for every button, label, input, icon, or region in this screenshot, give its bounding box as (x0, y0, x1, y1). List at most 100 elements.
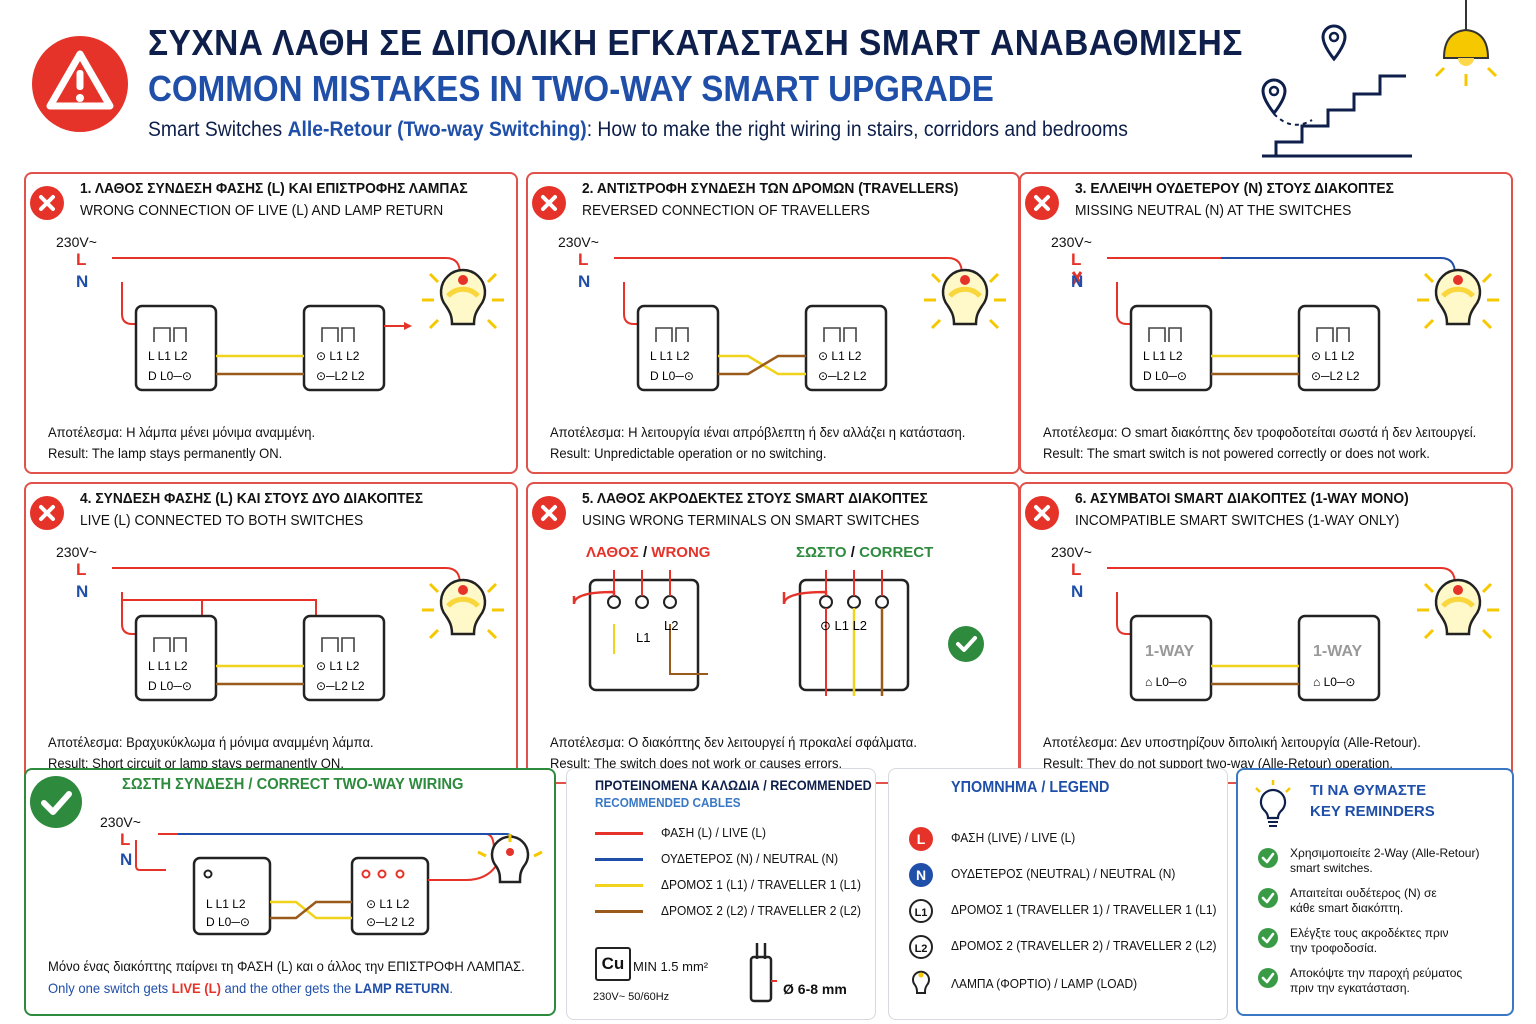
voltage-label: 230V~ (558, 234, 599, 250)
reminder-line-1: Απαιτείται ουδέτερος (N) σε (1290, 886, 1437, 900)
cable-swatch (595, 858, 643, 862)
neutral-label: N (1071, 582, 1084, 601)
mistake-subtitle: MISSING NEUTRAL (N) AT THE SWITCHES (1075, 202, 1352, 219)
svg-text:⊙ L1 L2: ⊙ L1 L2 (818, 349, 862, 363)
reminder-line-2: κάθε smart διακόπτη. (1290, 901, 1404, 915)
reminders-panel: ΤΙ ΝΑ ΘΥΜΑΣΤΕ KEY REMINDERS Χρησιμοποιεί… (1236, 768, 1514, 1016)
mistake-subtitle: WRONG CONNECTION OF LIVE (L) AND LAMP RE… (80, 202, 444, 219)
wiring-diagram: L L1 L2 D L0─⊙ ⊙ L1 L2 ⊙─L2 L2 (614, 257, 1006, 392)
mistake-panel-5: 5. ΛΑΘΟΣ ΑΚΡΟΔΕΚΤΕΣ ΣΤΟΥΣ SMART ΔΙΑΚΟΠΤΕ… (526, 482, 1020, 784)
cable-row: ΦΑΣΗ (L) / LIVE (L) (595, 825, 775, 840)
mistake-title: 2. ΑΝΤΙΣΤΡΟΦΗ ΣΥΝΔΕΣΗ ΤΩΝ ΔΡΟΜΩΝ (TRAVEL… (582, 180, 959, 197)
result-greek: Αποτέλεσμα: Ο διακόπτης δεν λειτουργεί ή… (550, 734, 917, 750)
cable-row: ΔΡΟΜΟΣ 2 (L2) / TRAVELLER 2 (L2) (595, 903, 875, 918)
legend-title: ΥΠΟΜΝΗΜΑ / LEGEND (951, 779, 1110, 796)
live-label: L (76, 250, 87, 269)
svg-text:⊙─L2 L2: ⊙─L2 L2 (818, 369, 867, 383)
voltage-label: 230V~ (100, 814, 141, 830)
mistake-panel-2: 2. ΑΝΤΙΣΤΡΟΦΗ ΣΥΝΔΕΣΗ ΤΩΝ ΔΡΟΜΩΝ (TRAVEL… (526, 172, 1020, 474)
svg-text:D L0─⊙: D L0─⊙ (650, 369, 694, 383)
error-icon (532, 186, 566, 220)
error-icon (1025, 496, 1059, 530)
cable-swatch (595, 832, 643, 836)
legend-badge: L1 (909, 899, 933, 923)
cable-label: ΔΡΟΜΟΣ 2 (L2) / TRAVELLER 2 (L2) (661, 903, 861, 918)
result-english: Result: They do not support two-way (All… (1043, 755, 1394, 771)
legend-row: L2 ΔΡΟΜΟΣ 2 (TRAVELLER 2) / TRAVELLER 2 (… (909, 935, 1227, 959)
live-label: L (1071, 250, 1082, 269)
legend-badge: L (909, 827, 933, 851)
stripped-wire-icon (747, 941, 777, 1005)
lamp-icon (909, 970, 933, 999)
reminder-line-1: Χρησιμοποιείτε 2-Way (Alle-Retour) (1290, 846, 1480, 860)
legend-badge: N (909, 863, 933, 887)
svg-text:L2: L2 (664, 618, 678, 633)
correct-note-el: Μόνο ένας διακόπτης παίρνει τη ΦΑΣΗ (L) … (48, 958, 525, 974)
cable-min-section: MIN 1.5 mm² (633, 959, 709, 974)
voltage-label: 230V~ (1051, 234, 1092, 250)
wiring-diagram: L L1 L2D L0─⊙⊙ L1 L2⊙─L2 L2 (112, 257, 504, 392)
svg-text:L L1 L2: L L1 L2 (650, 349, 690, 363)
svg-text:L1: L1 (636, 630, 650, 645)
svg-text:D L0─⊙: D L0─⊙ (148, 679, 192, 693)
mistake-title: 4. ΣΥΝΔΕΣΗ ΦΑΣΗΣ (L) ΚΑΙ ΣΤΟΥΣ ΔΥΟ ΔΙΑΚΟ… (80, 490, 424, 507)
recommended-cables-panel: ΠΡΟΤΕΙΝΟΜΕΝΑ ΚΑΛΩΔΙΑ / RECOMMENDED RECOM… (566, 768, 876, 1020)
mistake-subtitle: REVERSED CONNECTION OF TRAVELLERS (582, 202, 870, 219)
legend-label: ΔΡΟΜΟΣ 1 (TRAVELLER 1) / TRAVELLER 1 (L1… (951, 902, 1217, 918)
legend-row: ΛΑΜΠΑ (ΦΟΡΤΙΟ) / LAMP (LOAD) (909, 970, 1153, 999)
check-icon (1258, 848, 1278, 868)
result-english: Result: The smart switch is not powered … (1043, 445, 1430, 461)
page-subtitle: COMMON MISTAKES IN TWO-WAY SMART UPGRADE (148, 68, 994, 109)
svg-text:1-WAY: 1-WAY (1313, 643, 1363, 660)
error-icon (30, 496, 64, 530)
cable-row: ΟΥΔΕΤΕΡΟΣ (N) / NEUTRAL (N) (595, 851, 854, 866)
error-icon (30, 186, 64, 220)
svg-text:⊙ L1 L2: ⊙ L1 L2 (820, 618, 867, 633)
mistake-title: 6. ΑΣΥΜΒΑΤΟΙ SMART ΔΙΑΚΟΠΤΕΣ (1-WAY MONO… (1075, 490, 1409, 507)
legend-badge: L2 (909, 935, 933, 959)
svg-text:⊙ L1 L2: ⊙ L1 L2 (1311, 349, 1355, 363)
neutral-label: N (120, 850, 133, 869)
strip-length: Ø 6-8 mm (783, 981, 847, 997)
wiring-diagram: L L1 L2D L0─⊙⊙ L1 L2⊙─L2 L2 (112, 567, 504, 702)
stairs-icon (1252, 22, 1422, 162)
neutral-label: N (578, 272, 591, 291)
cable-label: ΟΥΔΕΤΕΡΟΣ (N) / NEUTRAL (N) (661, 851, 839, 866)
svg-text:⊙─L2 L2: ⊙─L2 L2 (1311, 369, 1360, 383)
reminder-line-2: πριν την εγκατάσταση. (1290, 981, 1410, 995)
cable-row: ΔΡΟΜΟΣ 1 (L1) / TRAVELLER 1 (L1) (595, 877, 875, 892)
error-icon (1025, 186, 1059, 220)
voltage-label: 230V~ (56, 544, 97, 560)
cable-swatch (595, 884, 643, 888)
voltage-label: 230V~ (1051, 544, 1092, 560)
legend-row: L1 ΔΡΟΜΟΣ 1 (TRAVELLER 1) / TRAVELLER 1 (… (909, 899, 1227, 923)
legend-label: ΔΡΟΜΟΣ 2 (TRAVELLER 2) / TRAVELLER 2 (L2… (951, 938, 1217, 954)
result-greek: Αποτέλεσμα: Βραχυκύκλωμα ή μόνιμα αναμμέ… (48, 734, 374, 750)
correct-wiring-diagram: L L1 L2 D L0─⊙ ⊙ L1 L2 ⊙─L2 L2 (135, 833, 543, 936)
cable-supply: 230V~ 50/60Hz (593, 991, 670, 1003)
svg-text:⊙─L2 L2: ⊙─L2 L2 (316, 679, 365, 693)
svg-text:⌂ L0─⊙: ⌂ L0─⊙ (1145, 675, 1188, 689)
svg-text:L L1 L2: L L1 L2 (1143, 349, 1183, 363)
check-icon (30, 776, 82, 828)
mistake-subtitle: LIVE (L) CONNECTED TO BOTH SWITCHES (80, 512, 364, 529)
voltage-label: 230V~ (56, 234, 97, 250)
correct-title: ΣΩΣΤΗ ΣΥΝΔΕΣΗ / CORRECT TWO-WAY WIRING (122, 776, 464, 793)
error-icon (532, 496, 566, 530)
result-greek: Αποτέλεσμα: O smart διακόπτης δεν τροφοδ… (1043, 424, 1477, 440)
pendant-lamp-icon (1430, 0, 1510, 100)
check-icon (1258, 968, 1278, 988)
svg-text:⌂ L0─⊙: ⌂ L0─⊙ (1313, 675, 1356, 689)
svg-text:⊙ L1 L2: ⊙ L1 L2 (316, 659, 360, 673)
reminders-title-el: ΤΙ ΝΑ ΘΥΜΑΣΤΕ (1310, 782, 1427, 799)
mistake-title: 1. ΛΑΘΟΣ ΣΥΝΔΕΣΗ ΦΑΣΗΣ (L) ΚΑΙ ΕΠΙΣΤΡΟΦΗ… (80, 180, 468, 197)
result-english: Result: Unpredictable operation or no sw… (550, 445, 827, 461)
legend-label: ΛΑΜΠΑ (ΦΟΡΤΙΟ) / LAMP (LOAD) (951, 976, 1138, 992)
cable-swatch (595, 910, 643, 914)
mistake-panel-4: 4. ΣΥΝΔΕΣΗ ΦΑΣΗΣ (L) ΚΑΙ ΣΤΟΥΣ ΔΥΟ ΔΙΑΚΟ… (24, 482, 518, 784)
check-icon (948, 626, 984, 662)
correct-wiring-panel: ΣΩΣΤΗ ΣΥΝΔΕΣΗ / CORRECT TWO-WAY WIRING 2… (24, 768, 556, 1016)
reminder-line-1: Αποκόψτε την παροχή ρεύματος (1290, 966, 1463, 980)
